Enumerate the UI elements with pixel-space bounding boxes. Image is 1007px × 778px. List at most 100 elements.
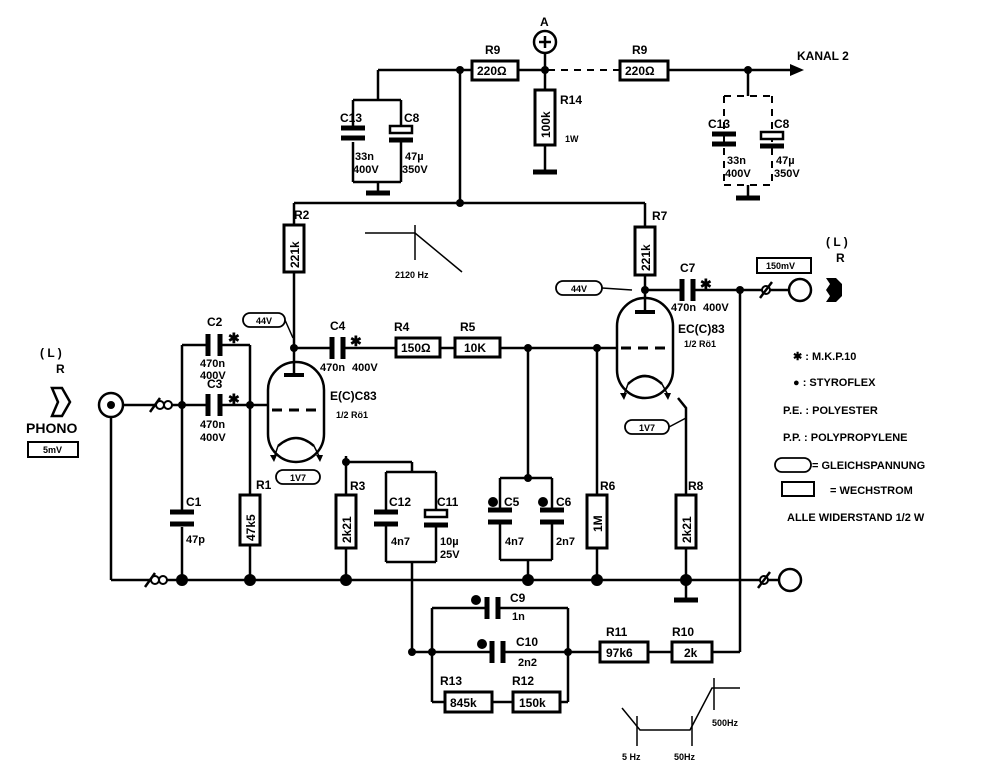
input-right-channel: R (56, 362, 65, 376)
r3-ref: R3 (350, 479, 366, 493)
output-labels: ( L ) R 150mV (756, 235, 848, 302)
legend-dc-pill (774, 457, 812, 473)
supply-label: A (540, 15, 549, 29)
corner-freq-2120: 2120 Hz (395, 270, 429, 280)
input-arrow-icon (50, 386, 72, 418)
c10-styroflex-dot (477, 639, 487, 649)
c6-value: 2n7 (556, 536, 575, 548)
c4-ref: C4 (330, 319, 346, 333)
legend-ac-box (781, 481, 815, 497)
r1-value: 47k5 (244, 514, 258, 541)
resistor-r5 (453, 336, 502, 359)
output-left-channel: ( L ) (826, 235, 848, 249)
c4-voltage: 400V (352, 362, 378, 374)
kanal2-label: KANAL 2 (797, 49, 849, 63)
c9-styroflex-dot (471, 595, 481, 605)
freq-5hz: 5 Hz (622, 752, 641, 762)
r5-value: 10K (464, 341, 486, 355)
r7-ref: R7 (652, 209, 668, 223)
c6-ref: C6 (556, 495, 572, 509)
r1-ref: R1 (256, 478, 272, 492)
frequency-response-mark-top: 2120 Hz (365, 225, 463, 280)
tube2-name: EC(C)83 (678, 322, 725, 336)
c1-value: 47p (186, 534, 205, 546)
c2-value: 470n (200, 358, 225, 370)
freq-50hz: 50Hz (674, 752, 696, 762)
output-jack (787, 277, 813, 303)
capacitors: C13 33n 400V C8 47µ 350V C13 33n 400V C8… (170, 111, 800, 669)
c2-mkp-star: ✱ (228, 330, 240, 346)
c8-left-ref: C8 (404, 111, 420, 125)
cathode1-voltage-pill (275, 469, 321, 485)
r11-ref: R11 (606, 625, 628, 639)
legend-mkp: ✱ : M.K.P.10 (793, 351, 856, 363)
c8-right-voltage: 350V (774, 168, 800, 180)
r10-value: 2k (684, 646, 698, 660)
legend-polyester: P.E. : POLYESTER (783, 405, 878, 417)
c7-ref: C7 (680, 261, 696, 275)
c12-ref: C12 (389, 495, 411, 509)
resistor-r7 (633, 225, 657, 277)
resistor-r1 (238, 493, 262, 547)
anode2-voltage: 44V (571, 284, 587, 294)
r14-ref: R14 (560, 93, 582, 107)
freq-500hz: 500Hz (712, 718, 739, 728)
resistor-r2 (282, 223, 306, 274)
c10-value: 2n2 (518, 657, 537, 669)
c8-left-voltage: 350V (402, 164, 428, 176)
c13-left-ref: C13 (340, 111, 362, 125)
input-labels: ( L ) R PHONO 5mV (26, 346, 79, 458)
c13-left-value: 33n (355, 151, 374, 163)
cathode2-voltage: 1V7 (639, 423, 655, 433)
c13-right-ref: C13 (708, 117, 730, 131)
c8-right-value: 47µ (776, 155, 795, 167)
legend-styroflex: ● : STYROFLEX (793, 377, 876, 389)
c8-left-value: 47µ (405, 151, 424, 163)
resistor-r4 (394, 336, 442, 359)
r14-value: 100k (539, 111, 553, 138)
r6-ref: R6 (600, 479, 616, 493)
ground-jack (777, 567, 803, 593)
c6-styroflex-dot (538, 497, 548, 507)
c3-mkp-star: ✱ (228, 391, 240, 407)
voltage-labels: 44V 44V 1V7 1V7 (242, 280, 687, 485)
c11-voltage: 25V (440, 549, 460, 561)
c5-ref: C5 (504, 495, 520, 509)
c3-voltage: 400V (200, 432, 226, 444)
c9-value: 1n (512, 611, 525, 623)
resistor-r13 (443, 690, 494, 714)
c2-ref: C2 (207, 315, 223, 329)
r4-ref: R4 (394, 320, 410, 334)
resistor-r6 (585, 493, 609, 550)
tube2-half: 1/2 Rö1 (684, 339, 716, 349)
r13-ref: R13 (440, 674, 462, 688)
c13-left-voltage: 400V (353, 164, 379, 176)
r10-ref: R10 (672, 625, 694, 639)
c2-voltage: 400V (200, 370, 226, 382)
c3-ref: C3 (207, 377, 223, 391)
terminals (97, 29, 813, 593)
c12-value: 4n7 (391, 536, 410, 548)
tube1-name: E(C)C83 (330, 389, 377, 403)
input-level: 5mV (43, 445, 62, 455)
legend-dc: = GLEICHSPANNUNG (812, 460, 925, 472)
output-plug-icon (826, 278, 842, 302)
r9-right-ref: R9 (632, 43, 648, 57)
resistor-r3 (334, 493, 358, 550)
c13-right-value: 33n (727, 155, 746, 167)
tube-2: EC(C)83 1/2 Rö1 (615, 296, 725, 400)
c5-value: 4n7 (505, 536, 524, 548)
c9-ref: C9 (510, 591, 526, 605)
legend-resistor-note: ALLE WIDERSTAND 1/2 W (787, 512, 925, 524)
c7-voltage: 400V (703, 302, 729, 314)
r9-left-value: 220Ω (477, 64, 507, 78)
r12-value: 150k (519, 696, 546, 710)
legend-ac: = WECHSTROM (830, 485, 913, 497)
r2-ref: R2 (294, 208, 310, 222)
anode1-voltage: 44V (256, 316, 272, 326)
output-level-box (756, 257, 812, 274)
resistor-r9-left (470, 59, 520, 82)
resistor-r12 (511, 690, 562, 714)
kanal2-arrow (790, 64, 804, 76)
resistor-r8 (674, 493, 698, 550)
